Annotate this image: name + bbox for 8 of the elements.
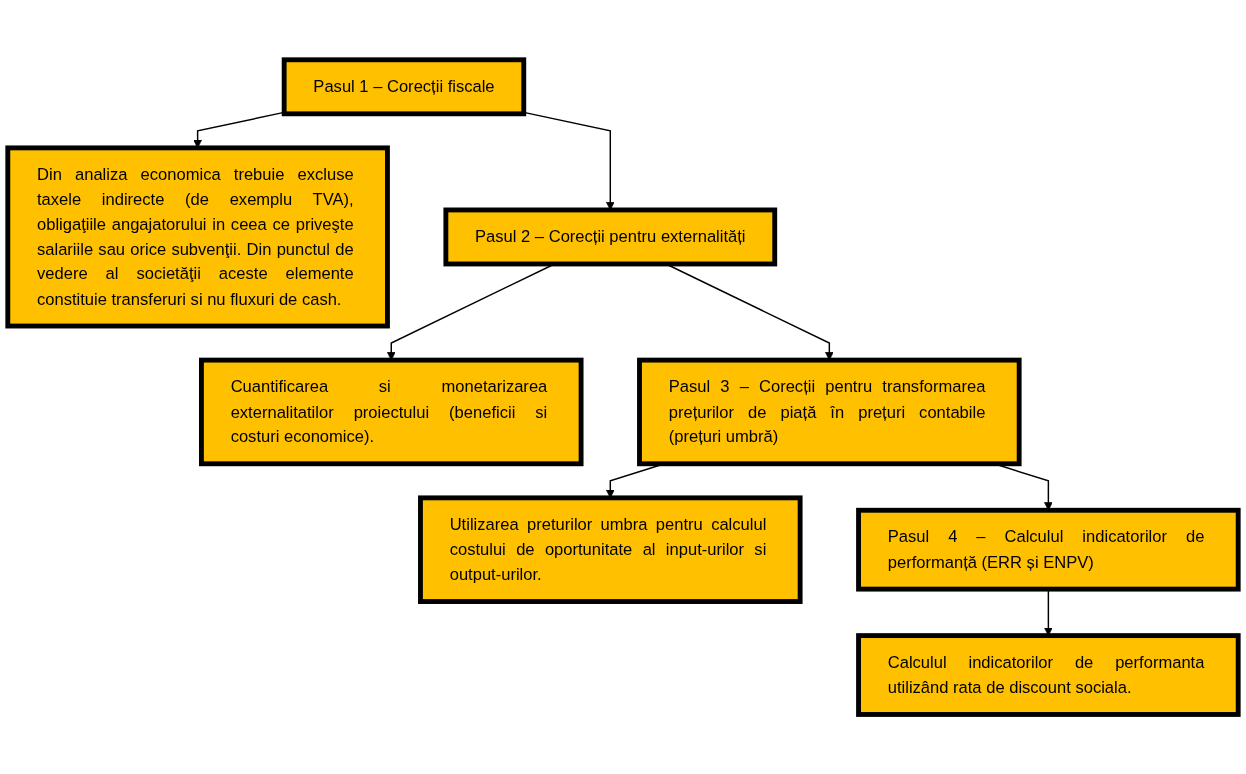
node-box: Pasul 4 – Calculul indicatorilor de performanță (ERR și ENPV) xyxy=(856,507,1241,592)
node-box: Cuantificarea si monetarizarea externalitatilor proiectului (beneficii si costuri economice). xyxy=(199,357,584,467)
node-box: Calculul indicatorilor de performanta utilizând rata de discount sociala. xyxy=(856,633,1241,717)
node-box: Din analiza economica trebuie excluse taxele indirecte (de exemplu TVA), obligaţiile angajatorului in ceea ce priveşte salariile sau orice subvenţii. Din punctul de vedere al societăţii aceste elemente constituie transferuri si nu fluxuri de cash. xyxy=(5,145,390,329)
node-box: Pasul 3 – Corecții pentru transformarea prețurilor de piață în prețuri contabile (prețuri umbră) xyxy=(637,357,1022,467)
node-box: Utilizarea preturilor umbra pentru calculul costului de oportunitate al input-urilor si output-urilor. xyxy=(418,495,803,604)
node-box: Pasul 2 – Corecții pentru externalități xyxy=(443,207,778,267)
node-box: Pasul 1 – Corecții fiscale xyxy=(281,57,527,117)
